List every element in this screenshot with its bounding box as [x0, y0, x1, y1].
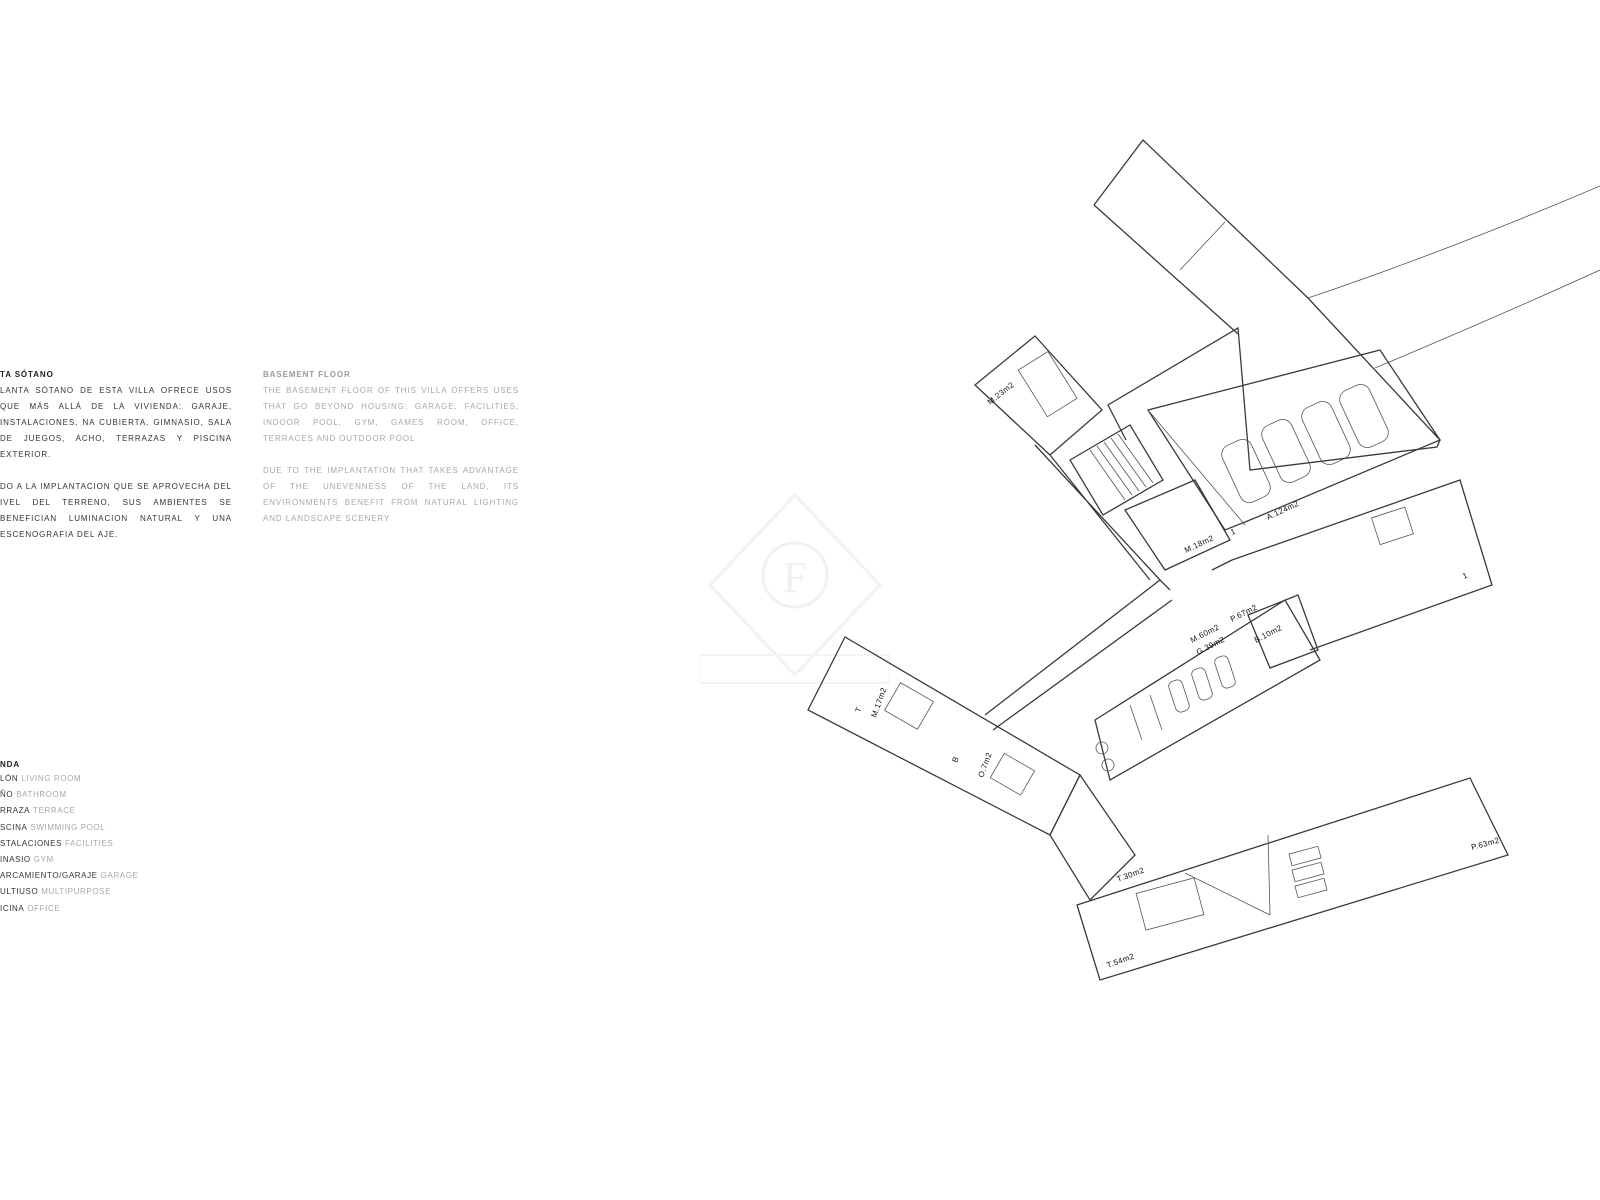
label-t: T [853, 706, 863, 714]
label-m23: M.23m2 [986, 380, 1016, 406]
site-arc-inner [1374, 269, 1600, 369]
bottom-wing-divider [1267, 834, 1271, 916]
paragraph-es-2: DO A LA IMPLANTACION QUE SE APROVECHA DE… [0, 482, 232, 539]
upper-terrace-wing [1093, 139, 1441, 471]
label-t54: T.54m2 [1106, 952, 1136, 970]
wing-divider [1179, 221, 1226, 271]
label-1-garage: 1 [1229, 527, 1237, 537]
spanish-description: TA SÓTANO LANTA SÓTANO DE ESTA VILLA OFR… [0, 370, 232, 559]
label-o7: O.7m2 [976, 751, 993, 779]
label-m18: M.18m2 [1183, 533, 1215, 554]
pool-fixture [1371, 506, 1414, 546]
bed-fixture [883, 682, 935, 730]
site-arc-outer [1307, 185, 1600, 299]
terrace-t30-link [1049, 773, 1136, 902]
room-m23-fixture [1017, 351, 1078, 418]
room-m18 [1124, 479, 1231, 571]
central-corridor [1034, 444, 1171, 591]
label-t30: T.30m2 [1116, 866, 1146, 884]
bottom-wing [1076, 777, 1509, 981]
paragraph-en-2: DUE TO THE IMPLANTATION THAT TAKES ADVAN… [263, 466, 519, 523]
parked-cars [1221, 384, 1389, 503]
paragraph-en-1: THE BASEMENT FLOOR OF THIS VILLA OFFERS … [263, 386, 519, 443]
watermark-letter: F [783, 553, 807, 602]
room-m23 [974, 335, 1103, 456]
gym-equipment [1095, 655, 1236, 772]
bath-b10 [1247, 594, 1319, 669]
label-1-pool: 1 [1461, 571, 1469, 581]
bottom-wing-diagonal [1184, 872, 1271, 916]
stair-block [1069, 424, 1164, 516]
lower-left-wing [807, 636, 1081, 836]
legend-heading: NDA [0, 760, 21, 769]
room-o7-fixture [989, 752, 1036, 796]
heading-es: TA SÓTANO [0, 370, 54, 379]
watermark-logo: F [700, 492, 890, 684]
label-a124: A.124m2 [1265, 499, 1300, 522]
stair-treads [1089, 433, 1154, 501]
paragraph-es-1: LANTA SÓTANO DE ESTA VILLA OFRECE USOS Q… [0, 386, 232, 459]
pool-block [1211, 479, 1493, 651]
garage-ramp-rail [1147, 409, 1246, 526]
bottom-wing-fixtures [1135, 845, 1328, 931]
english-description: BASEMENT FLOOR THE BASEMENT FLOOR OF THI… [263, 370, 519, 543]
label-b: B [950, 755, 960, 763]
diagonal-hall [984, 579, 1173, 731]
label-b10: B.10m2 [1253, 623, 1284, 645]
label-m17: M.17m2 [869, 686, 888, 719]
label-p63: P.63m2 [1470, 836, 1500, 852]
heading-en: BASEMENT FLOOR [263, 370, 351, 379]
